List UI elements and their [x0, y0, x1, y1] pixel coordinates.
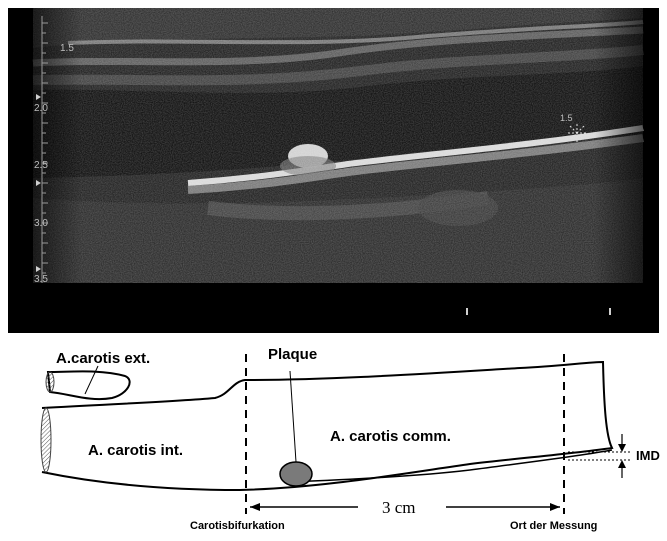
depth-label: 3.0 — [34, 218, 48, 229]
ultrasound-svg — [8, 8, 659, 333]
depth-label: 1.5 — [60, 43, 74, 54]
depth-label: 2.0 — [34, 103, 48, 114]
label-a-carotis-int: A. carotis int. — [88, 442, 183, 459]
depth-label: 2.5 — [34, 160, 48, 171]
label-a-carotis-ext: A.carotis ext. — [56, 350, 150, 367]
label-distance: 3 cm — [382, 498, 416, 518]
label-a-carotis-comm: A. carotis comm. — [330, 428, 451, 445]
plaque-pointer — [290, 371, 296, 462]
bottom-tick — [466, 308, 468, 315]
plaque-shape — [280, 462, 312, 486]
label-carotisbifurkation: Carotisbifurkation — [190, 520, 285, 532]
label-plaque: Plaque — [268, 346, 317, 363]
label-ort-der-messung: Ort der Messung — [510, 520, 597, 532]
carotis-diagram: A.carotis ext. A. carotis int. A. caroti… — [0, 336, 667, 536]
depth-label: 3.5 — [34, 274, 48, 285]
label-imd: IMD — [636, 448, 660, 463]
vessel-outline — [42, 362, 612, 490]
int-cut-end — [41, 408, 51, 472]
ultrasound-image: 1.5 2.0 2.5 3.0 3.5 1.5 — [8, 8, 659, 333]
caliper-label: 1.5 — [560, 113, 573, 123]
ext-cut-end — [46, 372, 54, 392]
bottom-tick — [609, 308, 611, 315]
